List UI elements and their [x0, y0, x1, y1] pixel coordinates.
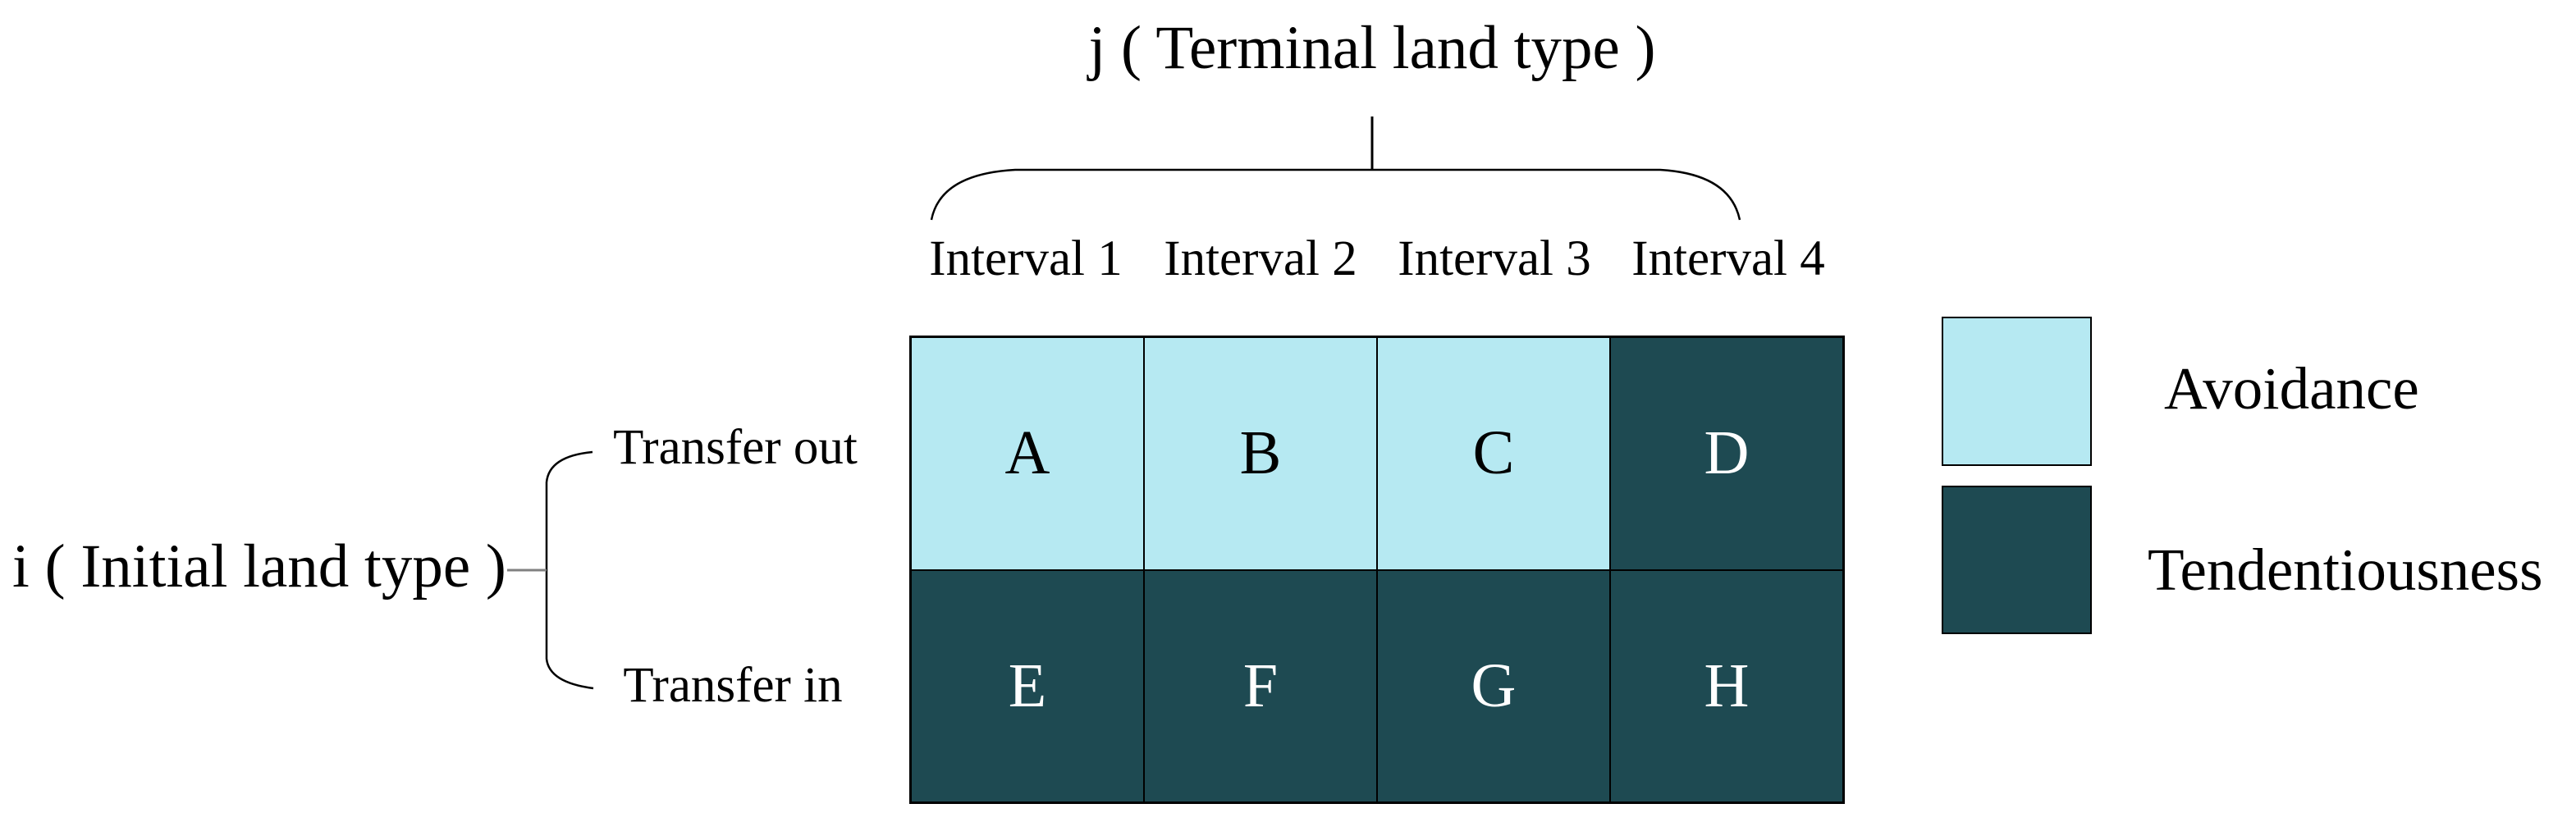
column-header-interval-2: Interval 2	[1164, 231, 1357, 286]
top-axis-title: j ( Terminal land type )	[1088, 14, 1656, 82]
matrix-cell-H: H	[1611, 570, 1842, 801]
left-axis-title: i ( Initial land type )	[12, 532, 506, 601]
column-header-interval-4: Interval 4	[1631, 231, 1825, 286]
legend-swatch-avoidance	[1942, 317, 2092, 466]
row-label-transfer-in: Transfer in	[623, 658, 843, 713]
column-header-interval-3: Interval 3	[1398, 231, 1591, 286]
matrix-cell-G: G	[1378, 570, 1609, 801]
column-header-interval-1: Interval 1	[929, 231, 1123, 286]
left-axis-brace	[545, 450, 594, 690]
matrix-cell-B: B	[1145, 338, 1376, 569]
legend-swatch-tendentiousness	[1942, 486, 2092, 634]
matrix-cell-C: C	[1378, 338, 1609, 569]
legend-label-avoidance: Avoidance	[2164, 355, 2419, 422]
matrix-cell-D: D	[1611, 338, 1842, 569]
top-axis-brace	[930, 168, 1741, 221]
transfer-matrix: A B C D E F G H	[909, 336, 1845, 804]
matrix-cell-E: E	[912, 570, 1143, 801]
row-label-transfer-out: Transfer out	[613, 420, 858, 475]
matrix-cell-A: A	[912, 338, 1143, 569]
matrix-cell-F: F	[1145, 570, 1376, 801]
legend-label-tendentiousness: Tendentiousness	[2148, 537, 2543, 603]
